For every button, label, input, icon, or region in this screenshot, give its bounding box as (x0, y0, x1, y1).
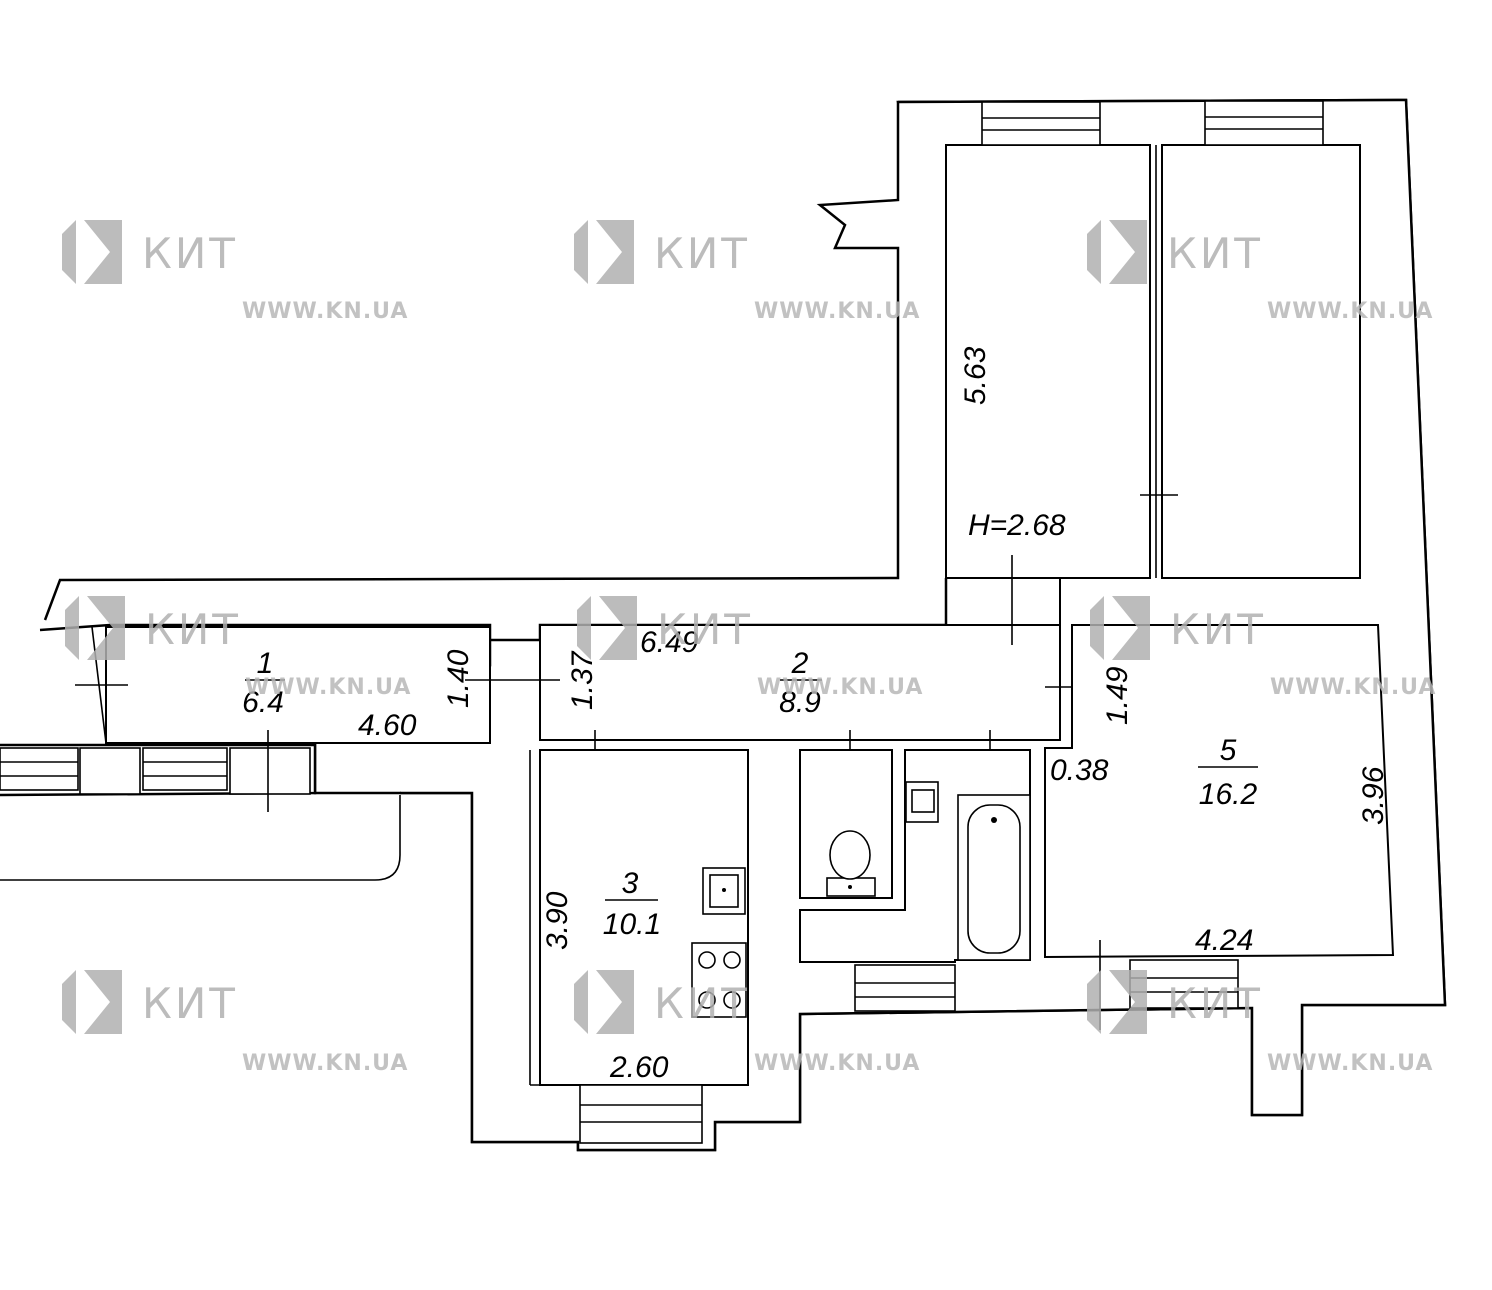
kit-logo-icon (574, 970, 634, 1034)
svg-text:КИТ: КИТ (1167, 979, 1263, 1028)
svg-text:WWW.KN.UA: WWW.KN.UA (754, 1051, 920, 1076)
dim-room2-width: 1.37 (566, 650, 599, 710)
dim-room5-width: 4.24 (1195, 924, 1253, 957)
kitchen-sink-icon (702, 867, 746, 915)
ceiling-height: H=2.68 (968, 509, 1066, 542)
window-kitchen (579, 1084, 703, 1144)
dim-room1-width: 1.40 (442, 649, 475, 708)
dim-room3-width: 2.60 (609, 1051, 669, 1084)
kit-logo-icon (62, 220, 122, 284)
washbasin-icon (905, 781, 939, 823)
svg-text:WWW.KN.UA: WWW.KN.UA (757, 675, 923, 700)
dim-room5-side: 1.49 (1101, 666, 1134, 725)
watermark: КИТ WWW.KN.UA (1090, 596, 1436, 700)
dim-room1-length: 4.60 (358, 709, 417, 742)
svg-text:КИТ: КИТ (142, 979, 238, 1028)
room-3 (539, 749, 749, 1086)
room-labels: 1 6.4 2 8.9 3 10.1 5 16.2 H=2.68 (242, 509, 1258, 941)
svg-text:КИТ: КИТ (142, 229, 238, 278)
svg-text:КИТ: КИТ (657, 605, 753, 654)
kit-logo-icon (1087, 220, 1147, 284)
room-4a (945, 144, 1151, 579)
room-4b (1161, 144, 1361, 579)
watermark: КИТ WWW.KN.UA (65, 596, 411, 700)
svg-text:WWW.KN.UA: WWW.KN.UA (1270, 675, 1436, 700)
svg-text:КИТ: КИТ (145, 605, 241, 654)
room-1-number: 1 (257, 647, 274, 680)
dim-room5-length: 3.96 (1357, 766, 1390, 825)
dim-room2-length: 6.49 (640, 626, 699, 659)
room-3-area: 10.1 (603, 908, 661, 941)
svg-text:WWW.KN.UA: WWW.KN.UA (242, 299, 408, 324)
window-bathroom (854, 964, 956, 1012)
watermarks: КИТ WWW.KN.UA КИТ WWW.KN.UA КИТ WWW.KN.U… (62, 220, 1436, 1076)
room-2-number: 2 (791, 647, 809, 680)
window-living (1129, 959, 1239, 1009)
svg-text:WWW.KN.UA: WWW.KN.UA (754, 299, 920, 324)
toilet-icon (826, 830, 876, 897)
kit-logo-icon (1087, 970, 1147, 1034)
dimension-labels: 4.60 1.40 6.49 1.37 3.90 2.60 5.63 3.96 … (358, 346, 1390, 1084)
kit-logo-icon (62, 970, 122, 1034)
room-1-area: 6.4 (242, 686, 284, 719)
watermark: КИТ WWW.KN.UA (1087, 220, 1433, 324)
watermark: КИТ WWW.KN.UA (62, 220, 408, 324)
room-2-area: 8.9 (779, 686, 821, 719)
bathtub-icon (957, 794, 1031, 961)
svg-text:КИТ: КИТ (654, 979, 750, 1028)
kit-logo-icon (577, 596, 637, 660)
window-top-left (981, 101, 1101, 146)
svg-text:КИТ: КИТ (1167, 229, 1263, 278)
room-5-number: 5 (1220, 734, 1237, 767)
kit-logo-icon (574, 220, 634, 284)
room-3-number: 3 (622, 867, 639, 900)
watermark: КИТ WWW.KN.UA (574, 220, 920, 324)
dim-room4-length: 5.63 (959, 346, 992, 405)
svg-text:КИТ: КИТ (1170, 605, 1266, 654)
dim-room5-offset: 0.38 (1050, 754, 1109, 787)
svg-text:КИТ: КИТ (654, 229, 750, 278)
room-5 (1044, 624, 1395, 959)
watermark: КИТ WWW.KN.UA (1087, 970, 1433, 1076)
watermark: КИТ WWW.KN.UA (577, 596, 923, 700)
room-5-area: 16.2 (1199, 778, 1258, 811)
svg-text:WWW.KN.UA: WWW.KN.UA (1267, 299, 1433, 324)
stove-icon (691, 942, 747, 1018)
svg-text:WWW.KN.UA: WWW.KN.UA (242, 1051, 408, 1076)
kit-logo-icon (65, 596, 125, 660)
svg-text:WWW.KN.UA: WWW.KN.UA (245, 675, 411, 700)
watermark: КИТ WWW.KN.UA (574, 970, 920, 1076)
dim-room3-length: 3.90 (541, 891, 574, 950)
left-wing (0, 730, 401, 881)
kit-logo-icon (1090, 596, 1150, 660)
watermark: КИТ WWW.KN.UA (62, 970, 408, 1076)
svg-text:WWW.KN.UA: WWW.KN.UA (1267, 1051, 1433, 1076)
window-top-right (1204, 100, 1324, 146)
